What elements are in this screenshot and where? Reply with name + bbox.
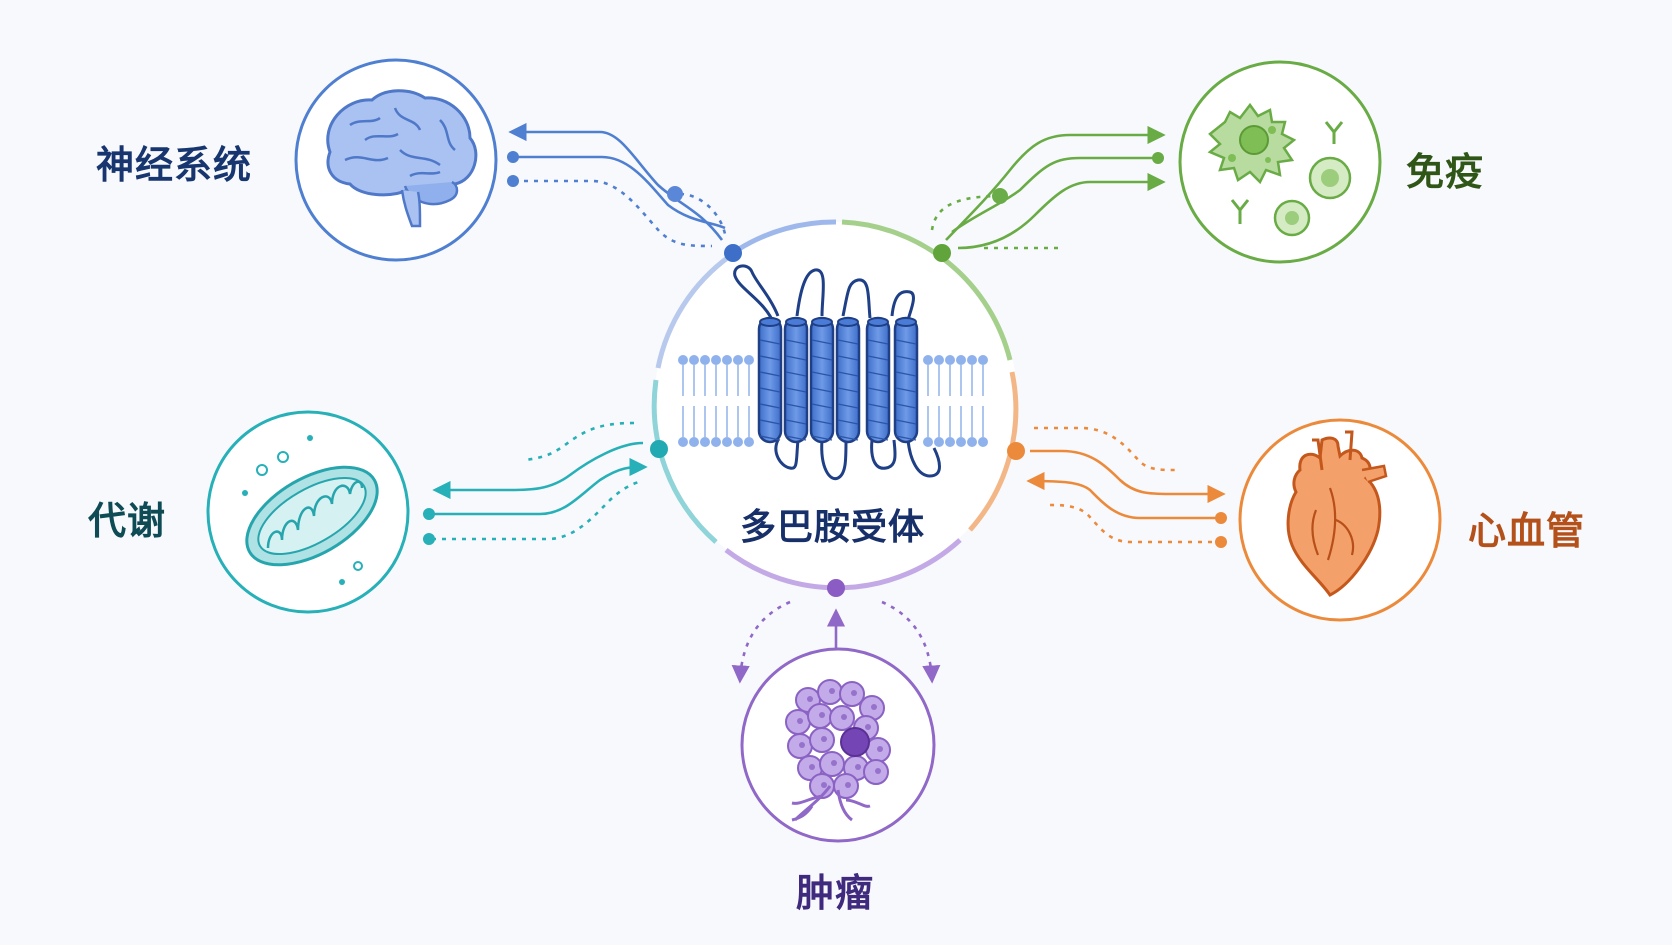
node-neuro xyxy=(294,58,498,262)
tumor-cells-icon xyxy=(785,679,891,822)
node-immune xyxy=(1178,60,1382,264)
label-metab: 代谢 xyxy=(88,499,167,543)
label-immune: 免疫 xyxy=(1406,150,1485,194)
connector-metab xyxy=(423,421,648,545)
brain-icon xyxy=(326,89,478,228)
node-tumor xyxy=(740,647,936,843)
dopamine-receptor-gpcr-icon xyxy=(678,264,988,481)
helix-bundle-icon xyxy=(757,316,919,444)
connector-cardio xyxy=(1026,426,1227,548)
node-metab xyxy=(206,410,410,614)
heart-icon xyxy=(1286,430,1388,597)
mitochondria-icon xyxy=(242,435,379,585)
connector-neuro xyxy=(507,122,727,248)
membrane-right-icon xyxy=(923,355,988,447)
label-neuro: 神经系统 xyxy=(96,143,253,187)
label-cardio: 心血管 xyxy=(1468,509,1586,553)
connector-tumor xyxy=(731,600,941,684)
connector-immune xyxy=(930,125,1166,250)
immune-cells-icon xyxy=(1207,102,1352,237)
label-center: 多巴胺受体 xyxy=(740,507,926,548)
membrane-left-icon xyxy=(678,355,754,447)
node-cardio xyxy=(1238,418,1442,622)
label-tumor: 肿瘤 xyxy=(796,871,875,915)
